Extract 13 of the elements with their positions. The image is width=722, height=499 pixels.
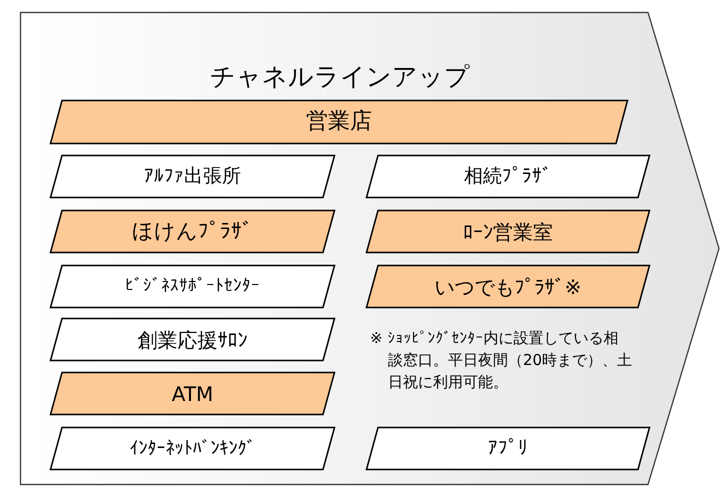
channel-label: 営業店	[306, 110, 372, 134]
panel-title: チャネルラインアップ	[209, 61, 471, 93]
channel-label: ほけんﾌﾟﾗｻﾞ	[132, 220, 253, 244]
channel-label: 創業応援ｻﾛﾝ	[138, 328, 248, 350]
footnote: ※ ｼｮｯﾋﾟﾝｸﾞｾﾝﾀｰ内に設置している相談窓口。平日夜間（20時まで）、土日祝に利用可能。	[370, 328, 633, 392]
channel-label: いつでもﾌﾟﾗｻﾞ※	[434, 276, 582, 298]
channel-label: ｱﾙﾌｧ出張所	[144, 166, 241, 187]
channel-label: ｱﾌﾟﾘ	[488, 438, 528, 459]
channel-label: ATM	[172, 382, 214, 404]
channel-label: ﾛｰﾝ営業室	[463, 220, 553, 242]
channel-label: ﾋﾞｼﾞﾈｽｻﾎﾟｰﾄｾﾝﾀｰ	[125, 277, 260, 296]
channel-label: 相続ﾌﾟﾗｻﾞ	[464, 166, 552, 187]
channel-label: ｲﾝﾀｰﾈｯﾄﾊﾞﾝｷﾝｸﾞ	[130, 438, 256, 458]
